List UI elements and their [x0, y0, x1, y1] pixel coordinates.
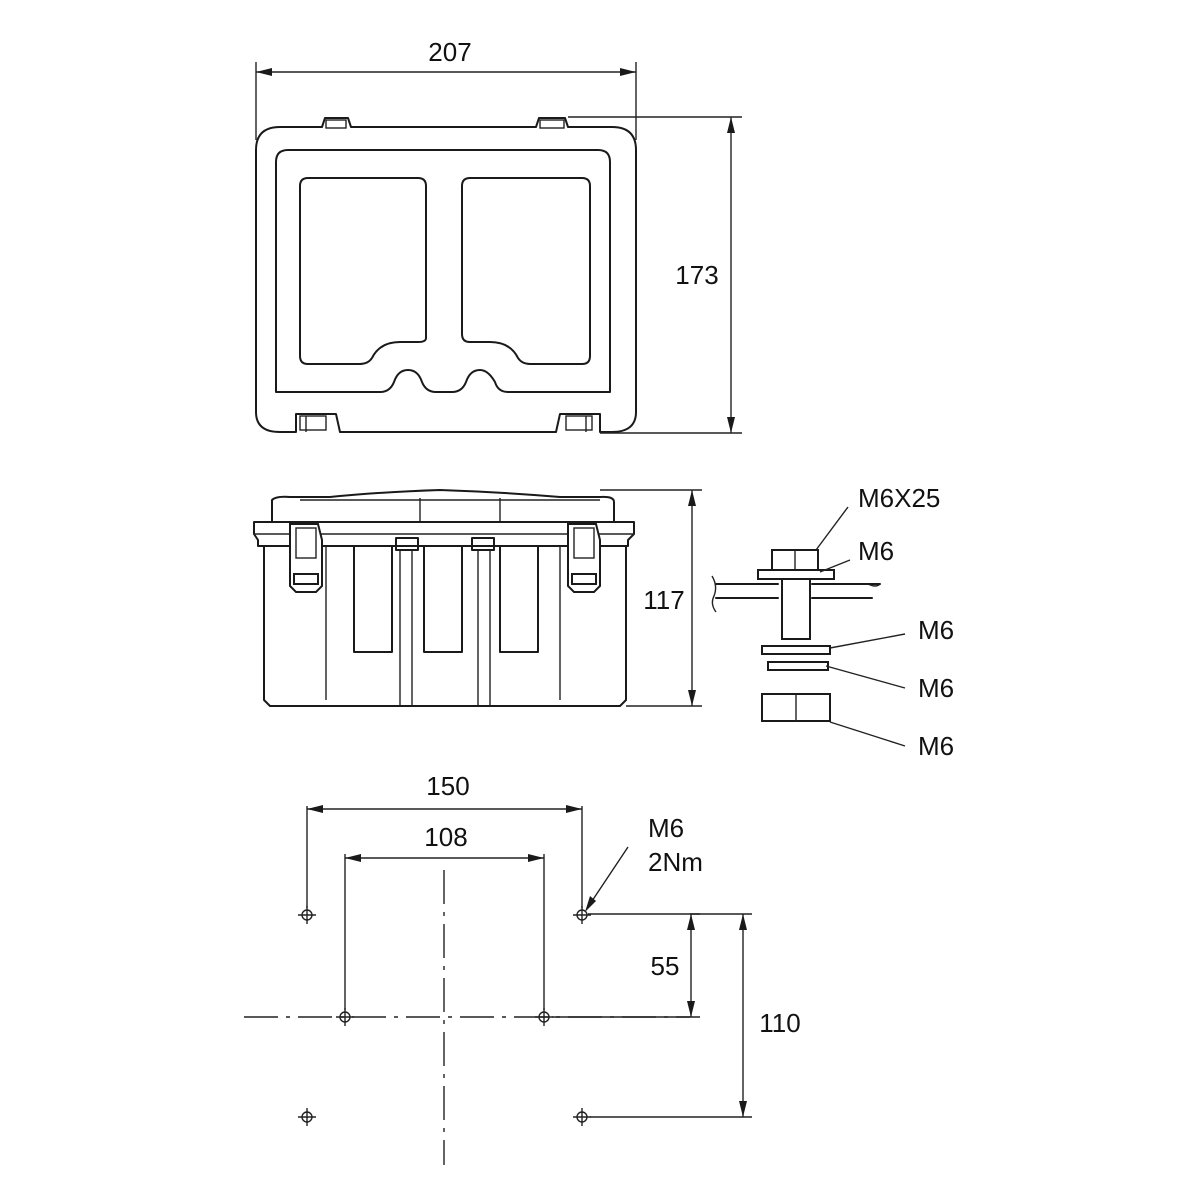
hardware-stack: M6X25 M6 M6 M6 M6	[711, 483, 954, 761]
inner-offset-label: 55	[651, 951, 680, 981]
washer-b-label: M6	[918, 673, 954, 703]
height-label: 117	[643, 585, 684, 615]
hole-top-left	[298, 906, 316, 924]
hole-mid-left	[336, 1008, 354, 1026]
width-dimension: 207	[255, 37, 637, 140]
torque-label: 2Nm	[648, 847, 703, 877]
side-view	[253, 489, 635, 707]
outer-offset-label: 110	[759, 1008, 800, 1038]
hole-top-right	[573, 906, 591, 924]
width-label: 207	[428, 37, 471, 67]
bolt-washer-label: M6	[858, 536, 894, 566]
top-view	[255, 117, 637, 433]
hole-pattern: 150 108 M6 2Nm 55 110	[244, 771, 801, 1165]
hole-bottom-left	[298, 1108, 316, 1126]
bolt-size-label: M6	[648, 813, 684, 843]
bolt-label: M6X25	[858, 483, 940, 513]
depth-dimension: 173	[568, 116, 742, 434]
washer-a-label: M6	[918, 615, 954, 645]
outer-spacing-label: 150	[426, 771, 469, 801]
hole-bottom-right	[573, 1108, 591, 1126]
inner-spacing-label: 108	[424, 822, 467, 852]
bolt-shank	[781, 578, 811, 640]
hole-mid-right	[535, 1008, 553, 1026]
washer-a	[761, 645, 831, 655]
height-dimension: 117	[600, 489, 702, 707]
nut-label: M6	[918, 731, 954, 761]
depth-label: 173	[675, 260, 718, 290]
washer-b	[767, 661, 829, 671]
